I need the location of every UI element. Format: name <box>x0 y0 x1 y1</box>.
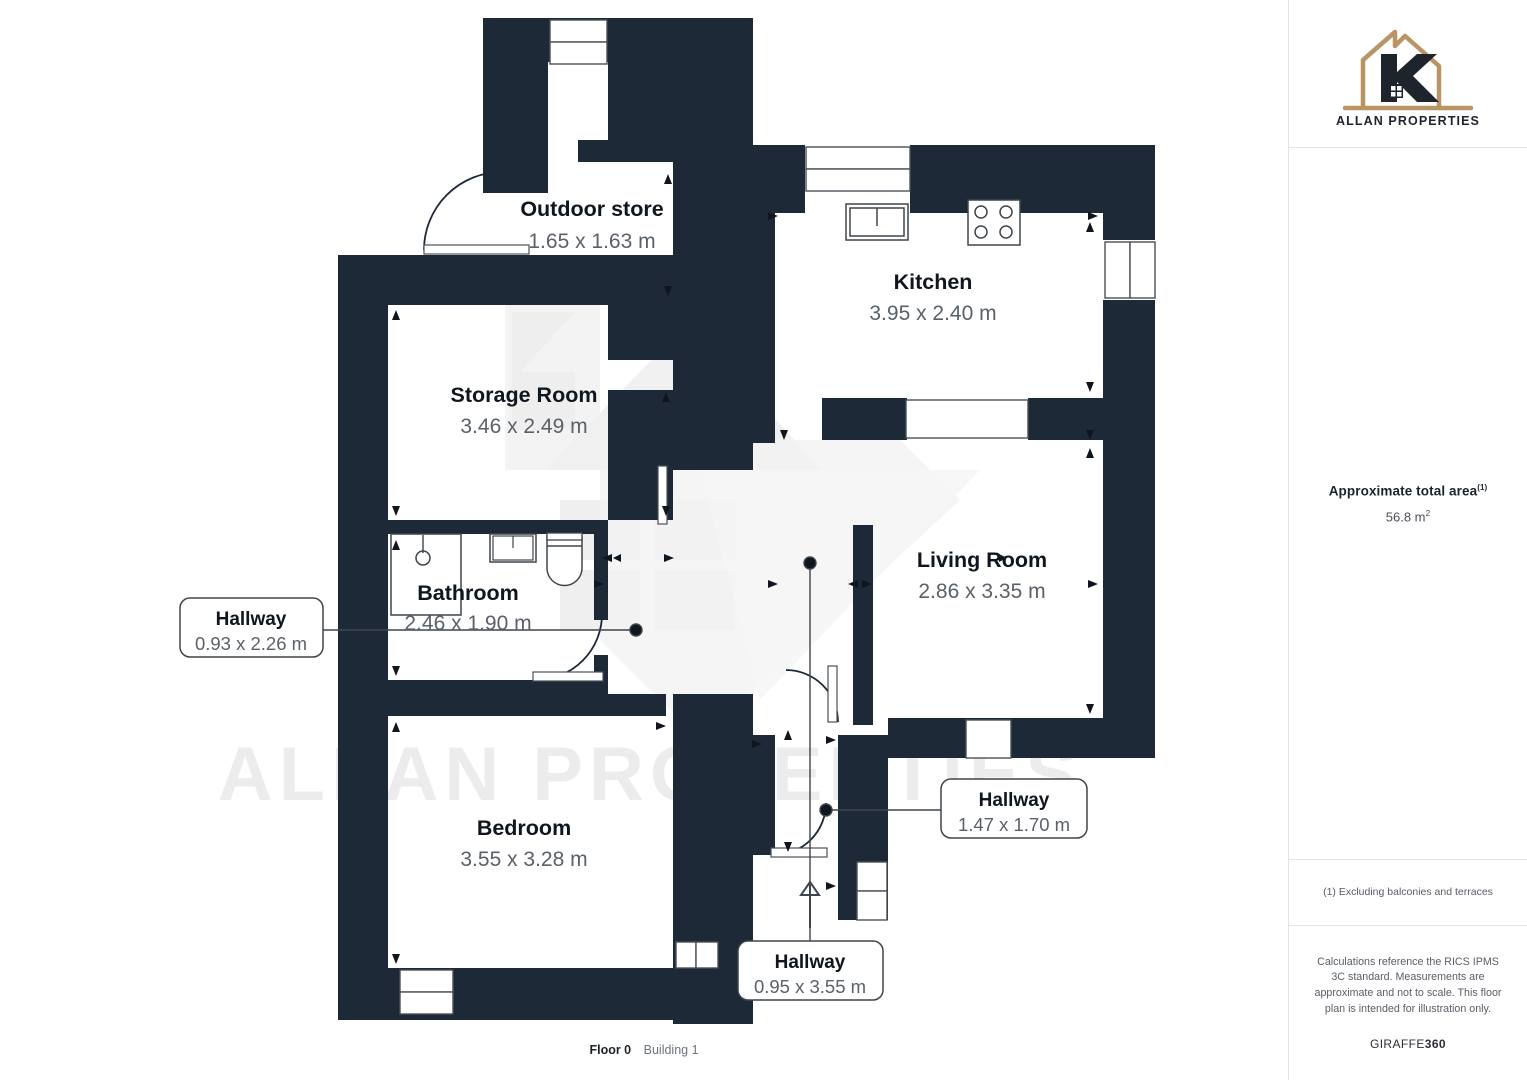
provider-logo: GIRAFFE360 <box>1370 1037 1446 1051</box>
area-title: Approximate total area(1) <box>1329 483 1488 499</box>
room-dims-kitchen: 3.95 x 2.40 m <box>869 302 996 325</box>
callout-dims: 0.95 x 3.55 m <box>754 976 866 997</box>
room-label-storage-room: Storage Room <box>451 383 598 407</box>
windows <box>399 19 1156 1015</box>
callout-hallway-south[interactable]: Hallway 0.95 x 3.55 m <box>737 940 884 1001</box>
area-value-text: 56.8 m <box>1385 508 1426 524</box>
shower-icon <box>390 533 462 616</box>
callout-hallway-west[interactable]: Hallway 0.93 x 2.26 m <box>179 597 324 658</box>
area-value: 56.8 m2 <box>1386 508 1430 524</box>
floor-plan-canvas[interactable]: ALLAN PROPERTIES <box>0 0 1288 1080</box>
room-label-outdoor-store: Outdoor store <box>520 197 663 221</box>
callout-label: Hallway <box>216 609 287 630</box>
room-dims-outdoor-store: 1.65 x 1.63 m <box>528 230 655 253</box>
calculations-note-section: Calculations reference the RICS IPMS 3C … <box>1289 926 1527 1080</box>
room-labels: Outdoor store 1.65 x 1.63 m Storage Room… <box>404 197 1047 871</box>
provider-prefix: GIRAFFE <box>1369 1037 1425 1052</box>
room-dims-storage-room: 3.46 x 2.49 m <box>460 415 587 438</box>
info-sidebar: ALLAN PROPERTIES Approximate total area(… <box>1288 0 1527 1080</box>
room-dims-bedroom: 3.55 x 3.28 m <box>460 848 587 871</box>
plan-footer: Floor 0 Building 1 <box>0 1043 1288 1057</box>
room-label-living-room: Living Room <box>917 548 1047 572</box>
kitchen-sink-icon <box>845 203 909 241</box>
callout-dims: 1.47 x 1.70 m <box>958 814 1070 835</box>
room-label-kitchen: Kitchen <box>894 270 973 294</box>
area-value-unit-exp: 2 <box>1425 507 1431 518</box>
total-area-section: Approximate total area(1) 56.8 m2 <box>1289 148 1527 860</box>
excluding-note: (1) Excluding balconies and terraces <box>1323 886 1493 899</box>
stove-hob-icon <box>967 199 1021 246</box>
footer-floor: Floor 0 <box>589 1043 632 1057</box>
room-dims-living-room: 2.86 x 3.35 m <box>918 580 1045 603</box>
brand-name: ALLAN PROPERTIES <box>1336 113 1480 128</box>
calculations-note: Calculations reference the RICS IPMS 3C … <box>1314 955 1502 1015</box>
house-k-logo-icon <box>1323 20 1493 112</box>
area-title-text: Approximate total area <box>1328 483 1478 499</box>
callout-leader-lines <box>323 556 941 941</box>
callout-label: Hallway <box>775 952 846 973</box>
callout-hallway-east[interactable]: Hallway 1.47 x 1.70 m <box>940 778 1088 839</box>
callout-label: Hallway <box>979 790 1050 811</box>
excluding-note-section: (1) Excluding balconies and terraces <box>1289 860 1527 926</box>
provider-suffix: 360 <box>1424 1037 1447 1052</box>
doors <box>423 171 839 858</box>
room-dims-bathroom: 2.46 x 1.90 m <box>404 612 531 635</box>
area-title-footnote: (1) <box>1477 483 1488 493</box>
dimension-markers <box>392 174 1098 964</box>
room-label-bathroom: Bathroom <box>417 581 519 605</box>
toilet-icon <box>546 532 583 587</box>
room-label-bedroom: Bedroom <box>477 816 571 840</box>
footer-building: Building 1 <box>643 1043 699 1057</box>
washbasin-icon <box>489 533 537 563</box>
brand-logo-section: ALLAN PROPERTIES <box>1289 0 1527 148</box>
callout-dims: 0.93 x 2.26 m <box>195 633 307 654</box>
floor-plan-drawing: ALLAN PROPERTIES <box>179 18 1156 1024</box>
